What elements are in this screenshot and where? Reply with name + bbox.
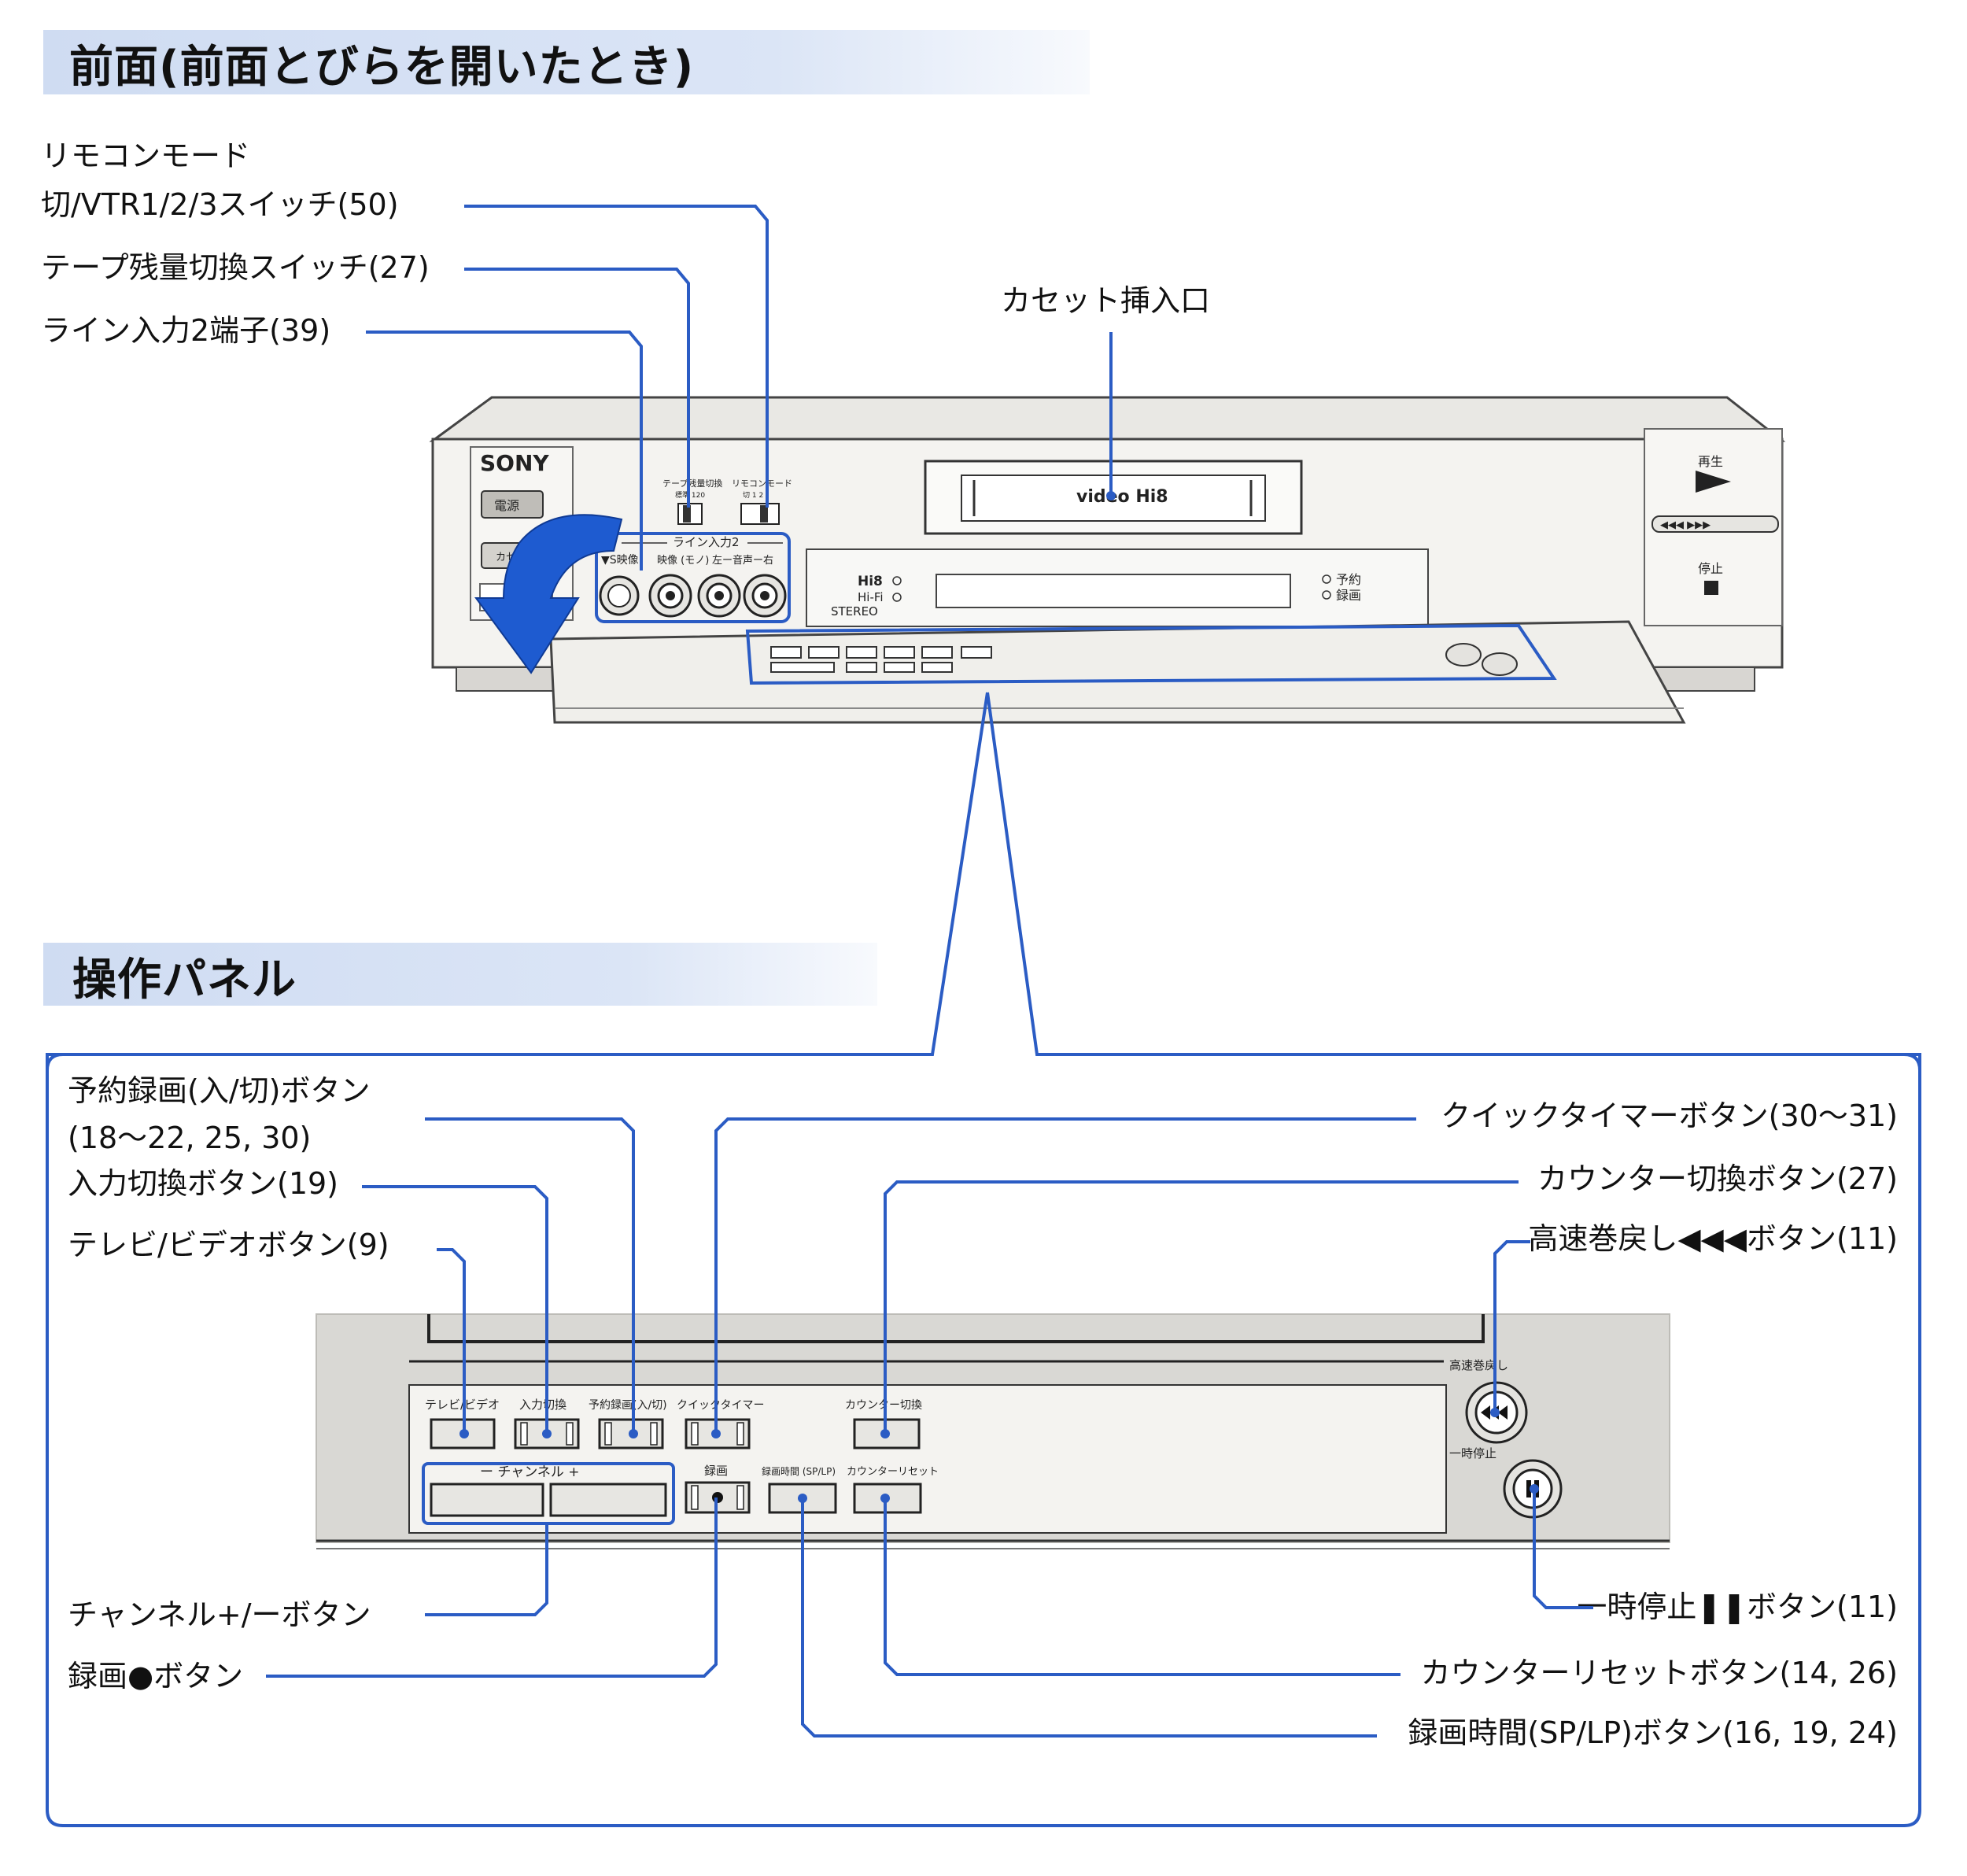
door-open-arrow (474, 514, 623, 674)
audio-lr-caption: 左ー音声ー右 (712, 554, 773, 567)
channel-label: チャンネル+/ーボタン (68, 1597, 371, 1632)
control-panel-closeup: テレビ/ビデオ 入力切換 予約録画(入/切) クイックタイマー カウンター切換 … (316, 1313, 1670, 1549)
front-leader-lines (366, 205, 1113, 571)
rec-indicator: 録画 (1336, 588, 1361, 603)
record-label: 録画●ボタン (68, 1659, 244, 1693)
panel-section-bar (43, 943, 877, 1006)
quick-timer-label: クイックタイマーボタン(30〜31) (1441, 1099, 1898, 1133)
sony-logo: SONY (480, 450, 549, 476)
tape-switch-caption: テープ残量切換 (662, 478, 722, 489)
hi8-indicator: Hi8 (858, 574, 883, 589)
input-select-caption: 入力切換 (519, 1398, 566, 1412)
stop-button[interactable] (1704, 581, 1718, 595)
front-section-bar (43, 30, 1090, 94)
line-in2-label: ライン入力2端子(39) (41, 313, 331, 348)
counter-reset-label: カウンターリセットボタン(14, 26) (1420, 1656, 1898, 1690)
rec-speed-label: 録画時間(SP/LP)ボタン(16, 19, 24) (1408, 1715, 1898, 1750)
channel-minus-button[interactable] (430, 1483, 544, 1517)
video-mono-caption: 映像 (モノ) (657, 555, 709, 567)
timer-indicator: 予約 (1336, 572, 1361, 587)
rewind-label: 高速巻戻し◀◀◀ボタン(11) (1528, 1221, 1898, 1256)
tv-video-caption: テレビ/ビデオ (425, 1398, 500, 1412)
channel-caption: ー チャンネル + (480, 1464, 580, 1480)
cassette-slot-label: カセット挿入口 (1001, 283, 1211, 318)
stop-caption: 停止 (1698, 561, 1723, 576)
panel-leader-dots (459, 1408, 1539, 1503)
rewind-ffwd-strip: ◀◀◀ ▶▶▶ (1660, 519, 1711, 531)
timer-rec-caption: 予約録画(入/切) (589, 1399, 667, 1412)
tv-video-label: テレビ/ビデオボタン(9) (68, 1228, 389, 1262)
s-video-caption: ▼S映像 (601, 554, 639, 567)
front-section-title: 前面(前面とびらを開いたとき) (69, 42, 695, 93)
channel-plus-button[interactable] (549, 1483, 667, 1517)
rec-speed-caption: 録画時間 (SP/LP) (762, 1465, 836, 1477)
rewind-caption: 高速巻戻し (1449, 1358, 1508, 1372)
stereo-indicator: STEREO (831, 604, 878, 619)
pause-label: 一時停止❚❚ボタン(11) (1577, 1590, 1898, 1624)
tape-switch-opts: 標準 120 (675, 490, 705, 500)
power-button[interactable] (481, 490, 544, 519)
panel-callout-lines (46, 692, 1921, 1827)
input-select-label: 入力切換ボタン(19) (68, 1166, 339, 1201)
timer-rec-label-1: 予約録画(入/切)ボタン (68, 1073, 371, 1108)
play-caption: 再生 (1698, 454, 1723, 469)
line-in2-header: ライン入力2 (673, 535, 740, 549)
rec-caption: 録画 (704, 1464, 728, 1478)
tape-remain-label: テープ残量切換スイッチ(27) (41, 250, 430, 285)
quick-timer-caption: クイックタイマー (677, 1399, 764, 1412)
remote-switch-opts: 切 1 2 (743, 491, 763, 500)
pause-caption: 一時停止 (1449, 1446, 1496, 1461)
power-button-label: 電源 (494, 498, 519, 513)
vcr-front-illustration: SONY 電源 カセット取出 テープ残量切換 標準 120 リモコンモード 切 … (429, 396, 1786, 724)
remote-mode-label-2: 切/VTR1/2/3スイッチ(50) (41, 187, 399, 222)
panel-section-title: 操作パネル (72, 955, 297, 1006)
timer-rec-label-2: (18〜22, 25, 30) (68, 1121, 312, 1155)
play-button[interactable] (1696, 471, 1731, 493)
counter-reset-caption: カウンターリセット (847, 1466, 939, 1478)
remote-switch-caption: リモコンモード (732, 478, 792, 489)
cassette-logo: video Hi8 (1076, 487, 1168, 507)
counter-select-label: カウンター切換ボタン(27) (1537, 1161, 1898, 1196)
panel-leader-lines (266, 1117, 1593, 1738)
remote-mode-label-1: リモコンモード (41, 138, 251, 173)
hifi-indicator: Hi-Fi (858, 590, 884, 604)
